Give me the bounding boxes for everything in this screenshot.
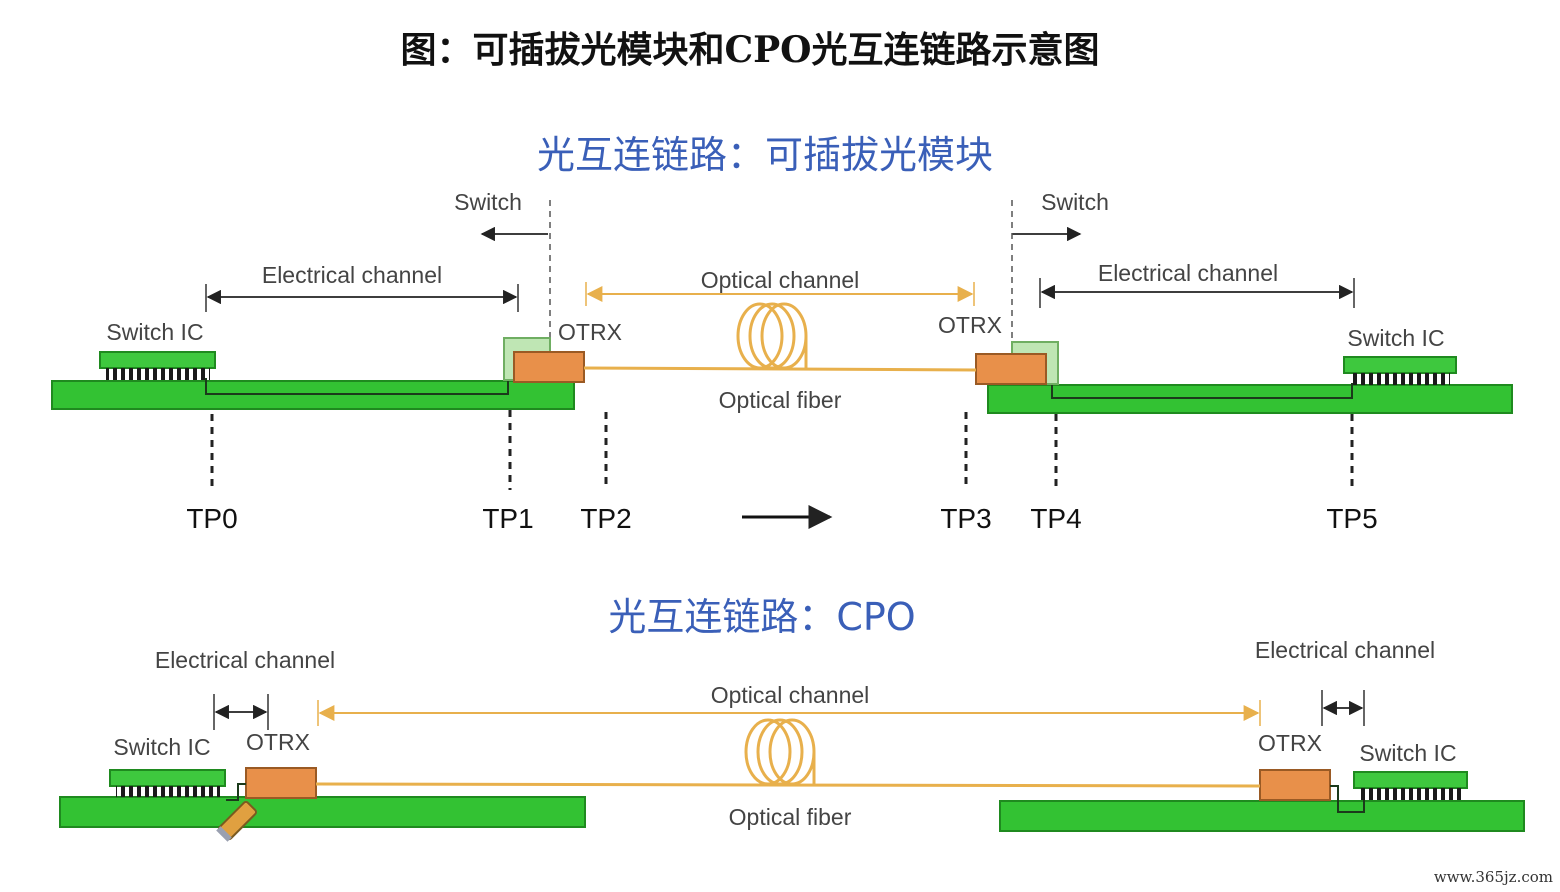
switch-ic-left bbox=[99, 351, 216, 369]
tp0-label: TP0 bbox=[186, 503, 237, 534]
cpo-switch-ic-pins-right bbox=[1360, 788, 1462, 800]
cpo-switch-ic-left bbox=[109, 769, 226, 787]
cpo-optical-fiber-label: Optical fiber bbox=[729, 804, 852, 830]
switch-label-right: Switch bbox=[1041, 189, 1109, 215]
tp1-label: TP1 bbox=[482, 503, 533, 534]
tp2-label: TP2 bbox=[580, 503, 631, 534]
tp5-label: TP5 bbox=[1326, 503, 1377, 534]
tp3-label: TP3 bbox=[940, 503, 991, 534]
cpo-fiber-coil bbox=[744, 718, 816, 786]
switch-ic-right bbox=[1343, 356, 1457, 374]
cpo-board-right bbox=[999, 800, 1525, 832]
cpo-switch-ic-right bbox=[1353, 771, 1468, 789]
tp4-label: TP4 bbox=[1030, 503, 1081, 534]
subtitle-cpo: 光互连链路：CPO bbox=[608, 595, 915, 639]
otrx-module-right bbox=[975, 353, 1047, 385]
cpo-optical-channel-label: Optical channel bbox=[711, 682, 870, 708]
watermark: www.365jz.com bbox=[1434, 868, 1553, 886]
otrx-label-right: OTRX bbox=[938, 312, 1002, 338]
cpo-switch-ic-label-left: Switch IC bbox=[113, 734, 210, 760]
switch-label-left: Switch bbox=[454, 189, 522, 215]
cpo-trace-right bbox=[1330, 785, 1365, 813]
cpo-board-left bbox=[59, 796, 586, 828]
pencil-icon bbox=[216, 801, 257, 842]
cpo-trace-left bbox=[226, 783, 246, 801]
cpo-otrx-right bbox=[1259, 769, 1331, 801]
switch-ic-label-left: Switch IC bbox=[106, 319, 203, 345]
panel-cpo: 光互连链路：CPO Electrical channel Electrical … bbox=[59, 595, 1525, 842]
switch-ic-pins-left bbox=[106, 368, 210, 380]
switch-ic-pins-right bbox=[1350, 373, 1450, 385]
cpo-switch-ic-label-right: Switch IC bbox=[1359, 740, 1456, 766]
subtitle-pluggable: 光互连链路：可插拔光模块 bbox=[537, 133, 993, 177]
fiber-coil bbox=[736, 302, 808, 370]
otrx-label-left: OTRX bbox=[558, 319, 622, 345]
main-title: 图：可插拔光模块和CPO光互连链路示意图 bbox=[400, 29, 1099, 71]
cpo-otrx-label-right: OTRX bbox=[1258, 730, 1322, 756]
electrical-channel-label-right: Electrical channel bbox=[1098, 260, 1278, 286]
cpo-otrx-left bbox=[245, 767, 317, 799]
switch-ic-label-right: Switch IC bbox=[1347, 325, 1444, 351]
optical-channel-label: Optical channel bbox=[701, 267, 860, 293]
otrx-module-left bbox=[513, 351, 585, 383]
cpo-electrical-label-left: Electrical channel bbox=[155, 647, 335, 673]
cpo-switch-ic-pins-left bbox=[116, 786, 220, 797]
cpo-electrical-label-right: Electrical channel bbox=[1255, 637, 1435, 663]
panel-pluggable: 光互连链路：可插拔光模块 Switch Switch Electrical ch… bbox=[51, 133, 1513, 534]
electrical-channel-label-left: Electrical channel bbox=[262, 262, 442, 288]
cpo-otrx-label-left: OTRX bbox=[246, 729, 310, 755]
optical-fiber-label: Optical fiber bbox=[719, 387, 842, 413]
